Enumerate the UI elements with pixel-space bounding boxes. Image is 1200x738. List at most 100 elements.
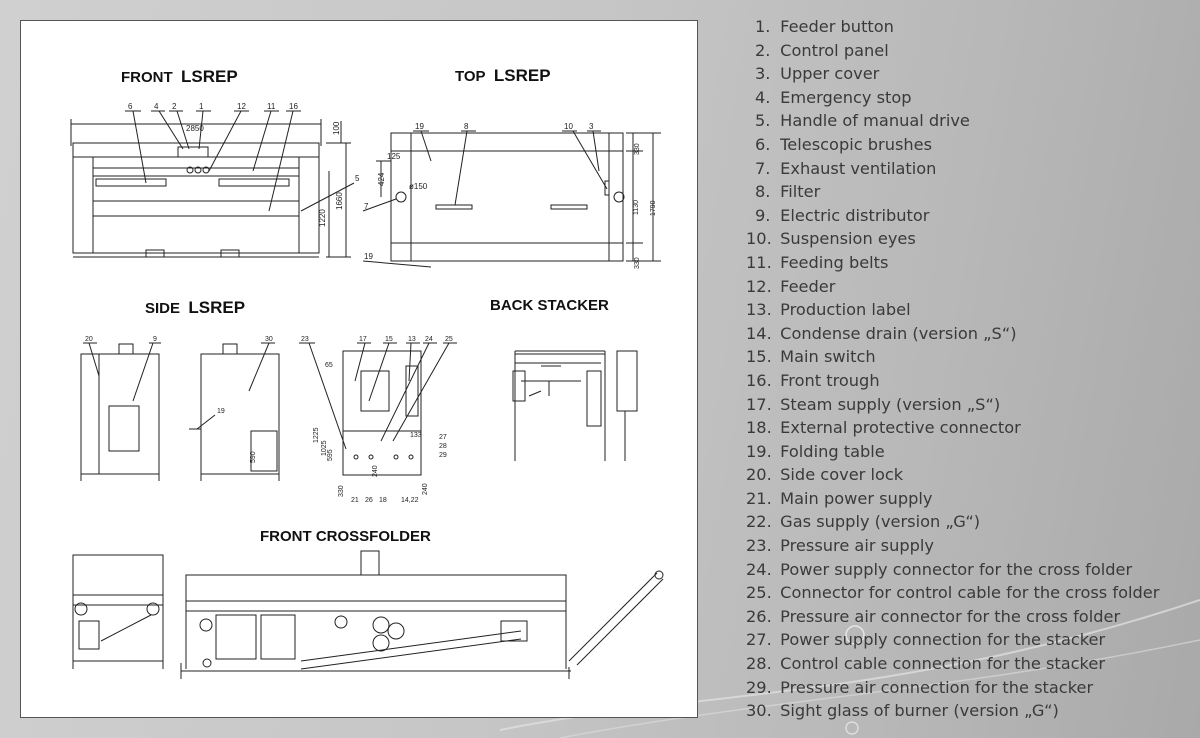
top-dim-dia: ø150 — [409, 182, 428, 191]
legend-item: 8. Filter — [746, 180, 1159, 204]
legend-item: 27. Power supply connection for the stac… — [746, 628, 1159, 652]
legend-text: Sight glass of burner (version „G“) — [780, 701, 1059, 721]
legend-number: 18. — [746, 418, 772, 438]
side-label: SIDE — [145, 300, 181, 317]
top-dim-v2: 1130 — [633, 200, 640, 215]
legend-item: 5. Handle of manual drive — [746, 109, 1159, 133]
side-callout-18: 18 — [379, 497, 387, 504]
legend-text: Folding table — [780, 441, 885, 461]
front-callout-16: 16 — [289, 102, 298, 111]
side-callout-29: 29 — [439, 452, 447, 459]
legend-item: 22. Gas supply (version „G“) — [746, 510, 1159, 534]
legend-number: 15. — [746, 347, 772, 367]
legend-item: 4. Emergency stop — [746, 86, 1159, 110]
side-callout-23: 23 — [301, 336, 309, 343]
legend-item: 7. Exhaust ventilation — [746, 157, 1159, 181]
legend-number: 20. — [746, 465, 772, 485]
section-title-side: SIDE LSREP — [145, 298, 245, 318]
legend-text: Feeder button — [780, 17, 894, 36]
legend-item: 20. Side cover lock — [746, 463, 1159, 487]
technical-drawing-panel: 2850 6 4 2 1 12 11 16 — [20, 20, 698, 718]
side-callout-21: 21 — [351, 497, 359, 504]
back-stacker-drawing — [512, 350, 638, 461]
front-model: LSREP — [181, 67, 238, 86]
top-callout-7: 7 — [364, 202, 369, 211]
legend-item: 18. External protective connector — [746, 416, 1159, 440]
legend-number: 9. — [755, 205, 771, 225]
top-callout-3: 3 — [589, 122, 594, 131]
legend-text: Control panel — [780, 40, 889, 60]
top-label: TOP — [455, 68, 486, 85]
legend-number: 7. — [755, 158, 771, 178]
section-title-front: FRONT LSREP — [121, 67, 238, 87]
side-dim-240a: 240 — [372, 465, 379, 477]
front-callout-12: 12 — [237, 102, 246, 111]
top-callout-10: 10 — [564, 122, 573, 131]
legend-number: 17. — [746, 394, 772, 414]
side-callout-30: 30 — [265, 336, 273, 343]
side-dim-595: 595 — [327, 449, 334, 461]
legend-number: 22. — [746, 512, 772, 532]
top-dim-125: 125 — [387, 152, 401, 161]
legend-number: 19. — [746, 441, 772, 461]
top-view-drawing: 125 424 ø150 19 8 10 3 7 19 330 1130 330 — [362, 122, 661, 269]
legend-text: Front trough — [780, 370, 880, 390]
legend-number: 6. — [755, 134, 771, 154]
front-callout-2: 2 — [172, 102, 177, 111]
legend-number: 5. — [755, 111, 771, 131]
top-callout-19b: 19 — [364, 252, 373, 261]
legend-text: Exhaust ventilation — [780, 158, 937, 178]
legend-number: 26. — [746, 606, 772, 626]
legend-number: 10. — [746, 229, 772, 249]
front-view-drawing: 2850 6 4 2 1 12 11 16 — [70, 102, 360, 258]
side-view-drawing: 20 9 30 19 590 23 17 15 — [80, 336, 457, 504]
legend-text: Side cover lock — [780, 465, 904, 485]
legend-item: 1. Feeder button — [746, 15, 1159, 39]
legend-number: 24. — [746, 559, 772, 579]
legend-item: 29. Pressure air connection for the stac… — [746, 676, 1159, 700]
side-callout-25: 25 — [445, 336, 453, 343]
side-dim-240b: 240 — [422, 483, 429, 495]
legend-text: Filter — [780, 182, 821, 202]
side-dim-330: 330 — [338, 485, 345, 497]
legend-text: Power supply connector for the cross fol… — [780, 559, 1133, 579]
side-dim-590: 590 — [250, 451, 257, 463]
top-callout-19: 19 — [415, 122, 424, 131]
side-callout-28: 28 — [439, 443, 447, 450]
legend-text: External protective connector — [780, 418, 1021, 438]
side-dim-65: 65 — [325, 362, 333, 369]
top-callout-8: 8 — [464, 122, 469, 131]
legend-item: 21. Main power supply — [746, 487, 1159, 511]
legend-item: 2. Control panel — [746, 39, 1159, 63]
legend-item: 16. Front trough — [746, 369, 1159, 393]
top-dim-v3: 330 — [634, 257, 641, 269]
legend-item: 14. Condense drain (version „S“) — [746, 322, 1159, 346]
legend-text: Feeder — [780, 276, 836, 296]
legend-item: 30. Sight glass of burner (version „G“) — [746, 699, 1159, 723]
legend-text: Control cable connection for the stacker — [780, 654, 1105, 674]
side-callout-13: 13 — [408, 336, 416, 343]
legend-item: 13. Production label — [746, 298, 1159, 322]
legend-text: Pressure air connector for the cross fol… — [780, 606, 1121, 626]
legend-item: 24. Power supply connector for the cross… — [746, 558, 1159, 582]
legend-number: 27. — [746, 630, 772, 650]
side-dim-1025: 1025 — [321, 440, 328, 456]
legend-text: Main switch — [780, 347, 876, 367]
legend-number: 1. — [755, 17, 771, 36]
side-dim-1225: 1225 — [313, 427, 320, 443]
side-callout-17: 17 — [359, 336, 367, 343]
front-crossfolder-drawing — [72, 550, 664, 679]
legend-number: 2. — [755, 40, 771, 60]
legend-number: 29. — [746, 677, 772, 697]
side-dim-133: 133 — [410, 432, 422, 439]
legend-text: Electric distributor — [780, 205, 930, 225]
front-callout-5: 5 — [355, 174, 360, 183]
top-dim-424: 424 — [377, 172, 386, 186]
legend-item: 19. Folding table — [746, 440, 1159, 464]
front-dim-width: 2850 — [186, 124, 204, 133]
top-dim-total: 1790 — [650, 200, 657, 216]
legend-text: Pressure air connection for the stacker — [780, 677, 1094, 697]
side-callout-19: 19 — [217, 408, 225, 415]
top-dim-v1: 330 — [634, 143, 641, 155]
